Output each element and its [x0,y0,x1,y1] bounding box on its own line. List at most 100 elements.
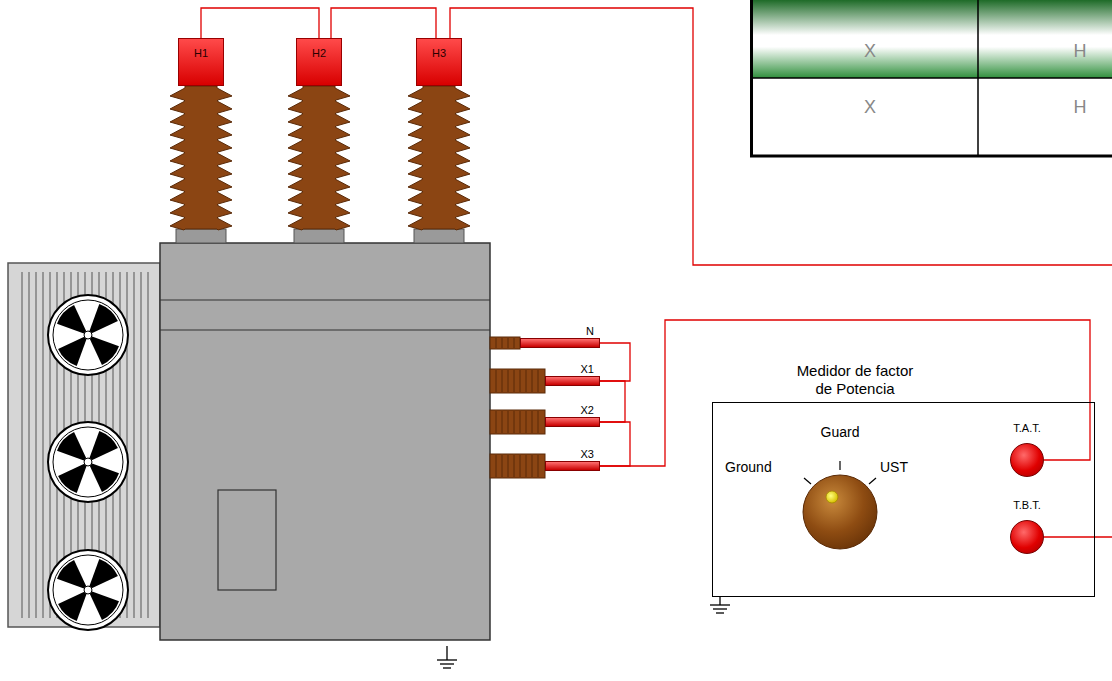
knob-indicator [826,491,838,503]
hv-bushings [170,86,470,243]
terminal-label: X1 [581,363,594,375]
fan-blade [88,559,118,590]
fan-blade [57,432,88,462]
text-holder: Medidor de factor de Potencia [790,362,920,398]
text-holder: X3 [581,448,594,461]
bushing-ridge [526,455,527,477]
knob [803,475,877,549]
bushing-insulator [288,86,350,230]
transformer-tank [160,243,490,640]
test-wire [600,422,630,466]
fan-blade [58,335,88,366]
meter-jack: T.B.T. [1002,495,1052,555]
radiator-fin [141,272,142,618]
bushing-ridge [532,455,533,477]
test-lead [1044,536,1112,537]
meter-label: UST [880,459,908,475]
bushing-insulator [490,410,545,434]
power-factor-meter: T.A.T. T.B.T. Medidor de factor de Potenci… [712,362,1095,597]
fan-blade [58,462,88,493]
text-holder: N [586,325,594,338]
fan-blade [88,335,119,365]
meter-label: Medidor de factor de Potencia [797,362,914,397]
cooling-fans [48,295,128,630]
ground-line [440,663,454,664]
test-wire [331,8,436,38]
fan-blade [57,305,88,335]
bushing-ridge [502,455,503,477]
bushing-flange [414,229,464,243]
bushing-ridge [502,338,503,348]
table-cell-text: X [850,97,890,118]
bushing-ridge [538,370,539,392]
fan-blade [88,590,119,620]
radiator [8,263,160,627]
table-cell-text: H [1060,97,1100,118]
bushing-terminal: H1 [178,38,224,86]
text-holder: T.A.T. [1002,422,1052,434]
ground-line [710,604,730,605]
bushing-ridge [502,370,503,392]
ground-symbol [437,646,457,668]
terminal-label: X3 [581,448,594,460]
bushing-ridge [496,455,497,477]
fan-ring [53,427,123,497]
terminal-label: X2 [581,404,594,416]
tank-seam [160,329,490,330]
lv-bushing [490,454,545,478]
knob-tick [804,478,811,484]
lv-bushing [490,337,520,349]
test-wire [600,343,630,381]
bushing-ridge [520,370,521,392]
table-rule [750,77,1112,79]
radiator-fin [148,272,149,618]
meter-jack: T.A.T. [1002,418,1052,478]
bushing-ridge [496,370,497,392]
table-cell-text: X [850,41,890,62]
bushing-ridge [508,455,509,477]
hv-bushing [170,86,232,243]
lv-bushing [490,369,545,393]
bushing-flange [176,229,226,243]
fan-ring [48,295,128,375]
bushing-insulator [490,337,520,349]
text-holder: Guard [810,424,870,440]
fan-hub [84,458,92,466]
terminal-label: T.A.T. [1013,422,1041,434]
table-grid [750,0,1112,157]
bushing-ridge [496,411,497,433]
fan-blade [58,590,88,621]
knob-tick [839,461,840,470]
bushing-ridge [520,455,521,477]
bushing-ridge [538,411,539,433]
fan-ring [48,422,128,502]
test-wire [600,320,1090,466]
lv-terminal: X3 [545,448,600,471]
table-row [750,78,1112,156]
hv-bushing [408,86,470,243]
text-holder: X1 [581,363,594,376]
ground-line [713,608,727,609]
jack-circle [1010,443,1044,477]
bushing-ridge [508,370,509,392]
text-holder: X2 [581,404,594,417]
terminal-rod [520,338,600,348]
bushing-insulator [408,86,470,230]
bushing-ridge [532,370,533,392]
lv-bushings [490,337,545,478]
meter-label: Ground [725,459,772,475]
fan-ring [53,300,123,370]
terminal-label: N [586,325,594,337]
bushing-ridge [508,411,509,433]
fan-hub [84,586,92,594]
test-wire [600,381,625,422]
bushing-ridge [508,338,509,348]
terminal-label: H3 [432,47,446,59]
terminal-label: T.B.T. [1013,499,1041,511]
text-holder: H1 [179,47,223,59]
terminal-rod [545,376,600,386]
text-holder: UST [880,459,930,475]
bushing-ridge [532,411,533,433]
table-rule [977,0,979,156]
